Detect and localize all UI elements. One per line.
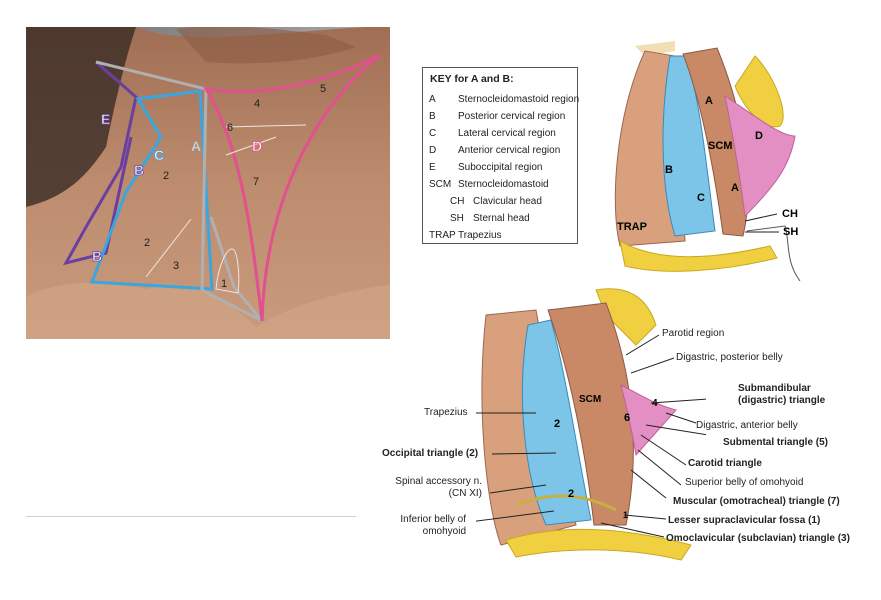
callout-inferior-omohyoid: Inferior belly of omohyoid [400,514,466,537]
photo-fossa-outline [215,248,240,294]
key-abbr: SH [450,213,464,224]
photo-number-1: 1 [221,278,227,290]
photo-divider-line [145,218,192,278]
callout-leaders [476,334,706,538]
key-entry: SCM Sternocleidomastoid [429,179,549,190]
top-leader-ch [744,213,778,222]
key-text: Clavicular head [473,196,542,207]
callout-superior-omohyoid: Superior belly of omohyoid [685,477,804,488]
posterior-triangle-fill [521,319,592,526]
page-divider [26,516,356,517]
callout-trapezius: Trapezius [424,407,468,418]
callout-digastric-anterior: Digastric, anterior belly [696,420,798,431]
photo-letter-b-upper: B [134,162,144,178]
scm-muscle [682,47,749,237]
neck-outline [746,225,801,281]
clavicle-bone [505,528,692,561]
photo-divider-line [225,124,307,128]
top-label-c: C [697,192,705,204]
anterior-region-outline [203,53,381,322]
key-text: Sternocleidomastoid region [458,94,580,105]
bottom-label-scm: SCM [579,394,601,405]
key-abbr: D [429,145,437,156]
callout-omoclavicular-triangle: Omoclavicular (subclavian) triangle (3) [666,533,850,544]
top-label-sh: SH [783,226,798,238]
top-label-b: B [665,164,673,176]
key-abbr: A [429,94,436,105]
clavicle-bone [619,240,778,272]
photo-divider-line [225,136,277,156]
key-title: KEY for A and B: [430,73,514,85]
key-text: Trapezius [458,230,502,241]
bottom-label-2-upper: 2 [554,418,560,430]
key-entry: B Posterior cervical region [429,111,565,122]
callout-spinal-accessory: Spinal accessory n. (CN XI) [395,476,482,499]
top-label-trap: TRAP [617,221,647,233]
callout-carotid-triangle: Carotid triangle [688,458,762,469]
bottom-label-4: 4 [652,398,658,409]
callout-parotid-region: Parotid region [662,328,725,339]
inferior-omohyoid-muscle [515,494,617,512]
key-abbr: B [429,111,436,122]
photo-letter-d: D [252,138,262,154]
key-text: Lateral cervical region [458,128,556,139]
top-label-d: D [755,130,763,142]
key-entry: C Lateral cervical region [429,128,556,139]
neck-muscle-illustration-top: A SCM D B C A TRAP CH SH [614,41,801,281]
key-legend: KEY for A and B: A Sternocleidomastoid re… [422,67,579,244]
carotid-triangle-fill [620,384,677,457]
photo-number-7: 7 [253,176,259,188]
key-abbr: C [429,128,437,139]
scm-muscle [547,302,634,526]
photo-number-6: 6 [227,122,233,134]
neck-triangles-illustration: SCM 2 2 4 6 1 [476,288,706,561]
bottom-label-6: 6 [624,412,630,424]
bottom-label-2-lower: 2 [568,488,574,500]
callout-lesser-supraclavicular-fossa: Lesser supraclavicular fossa (1) [668,515,821,526]
top-label-ch: CH [782,208,798,220]
posterior-region-outline [63,60,138,266]
key-text: Posterior cervical region [458,111,566,122]
key-abbr: CH [450,196,465,207]
top-label-scm: SCM [708,140,732,152]
key-abbr: E [429,162,436,173]
photo-letter-a: A [191,138,201,154]
key-text: Suboccipital region [458,162,543,173]
photo-letter-c: C [154,147,164,163]
lateral-region-outline [89,89,214,291]
mandible-bone [734,55,784,128]
photo-letter-b-lower: B [92,248,102,264]
photo-number-4: 4 [254,98,260,110]
anterior-region-fill [724,94,796,218]
photo-number-5: 5 [320,83,326,95]
callout-digastric-posterior: Digastric, posterior belly [676,352,783,363]
photo-number-2-upper: 2 [163,170,169,182]
key-entry: CH Clavicular head [429,196,542,207]
key-entry: SH Sternal head [429,213,530,224]
callout-submental-triangle: Submental triangle (5) [723,437,829,448]
key-text: Sternocleidomastoid [458,179,549,190]
top-label-a-lower: A [731,182,739,194]
key-text: Anterior cervical region [458,145,561,156]
key-abbr: SCM [429,179,452,190]
key-abbr: TRAP [429,230,456,241]
photo-number-2-lower: 2 [144,237,150,249]
sternocleidomastoid-outline [95,60,264,323]
photo-number-3: 3 [173,260,179,272]
key-entry: D Anterior cervical region [429,145,560,156]
key-text: Sternal head [473,213,530,224]
top-label-a-upper: A [705,95,713,107]
neck-regions-photo: E B C A D B 4 5 6 2 7 2 3 1 [26,27,390,339]
photo-letter-e: E [101,111,110,127]
key-entry: E Suboccipital region [429,162,543,173]
mandible-bone [595,288,657,346]
callout-muscular-triangle: Muscular (omotracheal) triangle (7) [673,496,840,507]
callout-occipital-triangle: Occipital triangle (2) [382,448,479,459]
callout-submandibular-triangle: Submandibular (digastric) triangle [738,383,826,406]
key-entry: A Sternocleidomastoid region [429,94,579,105]
